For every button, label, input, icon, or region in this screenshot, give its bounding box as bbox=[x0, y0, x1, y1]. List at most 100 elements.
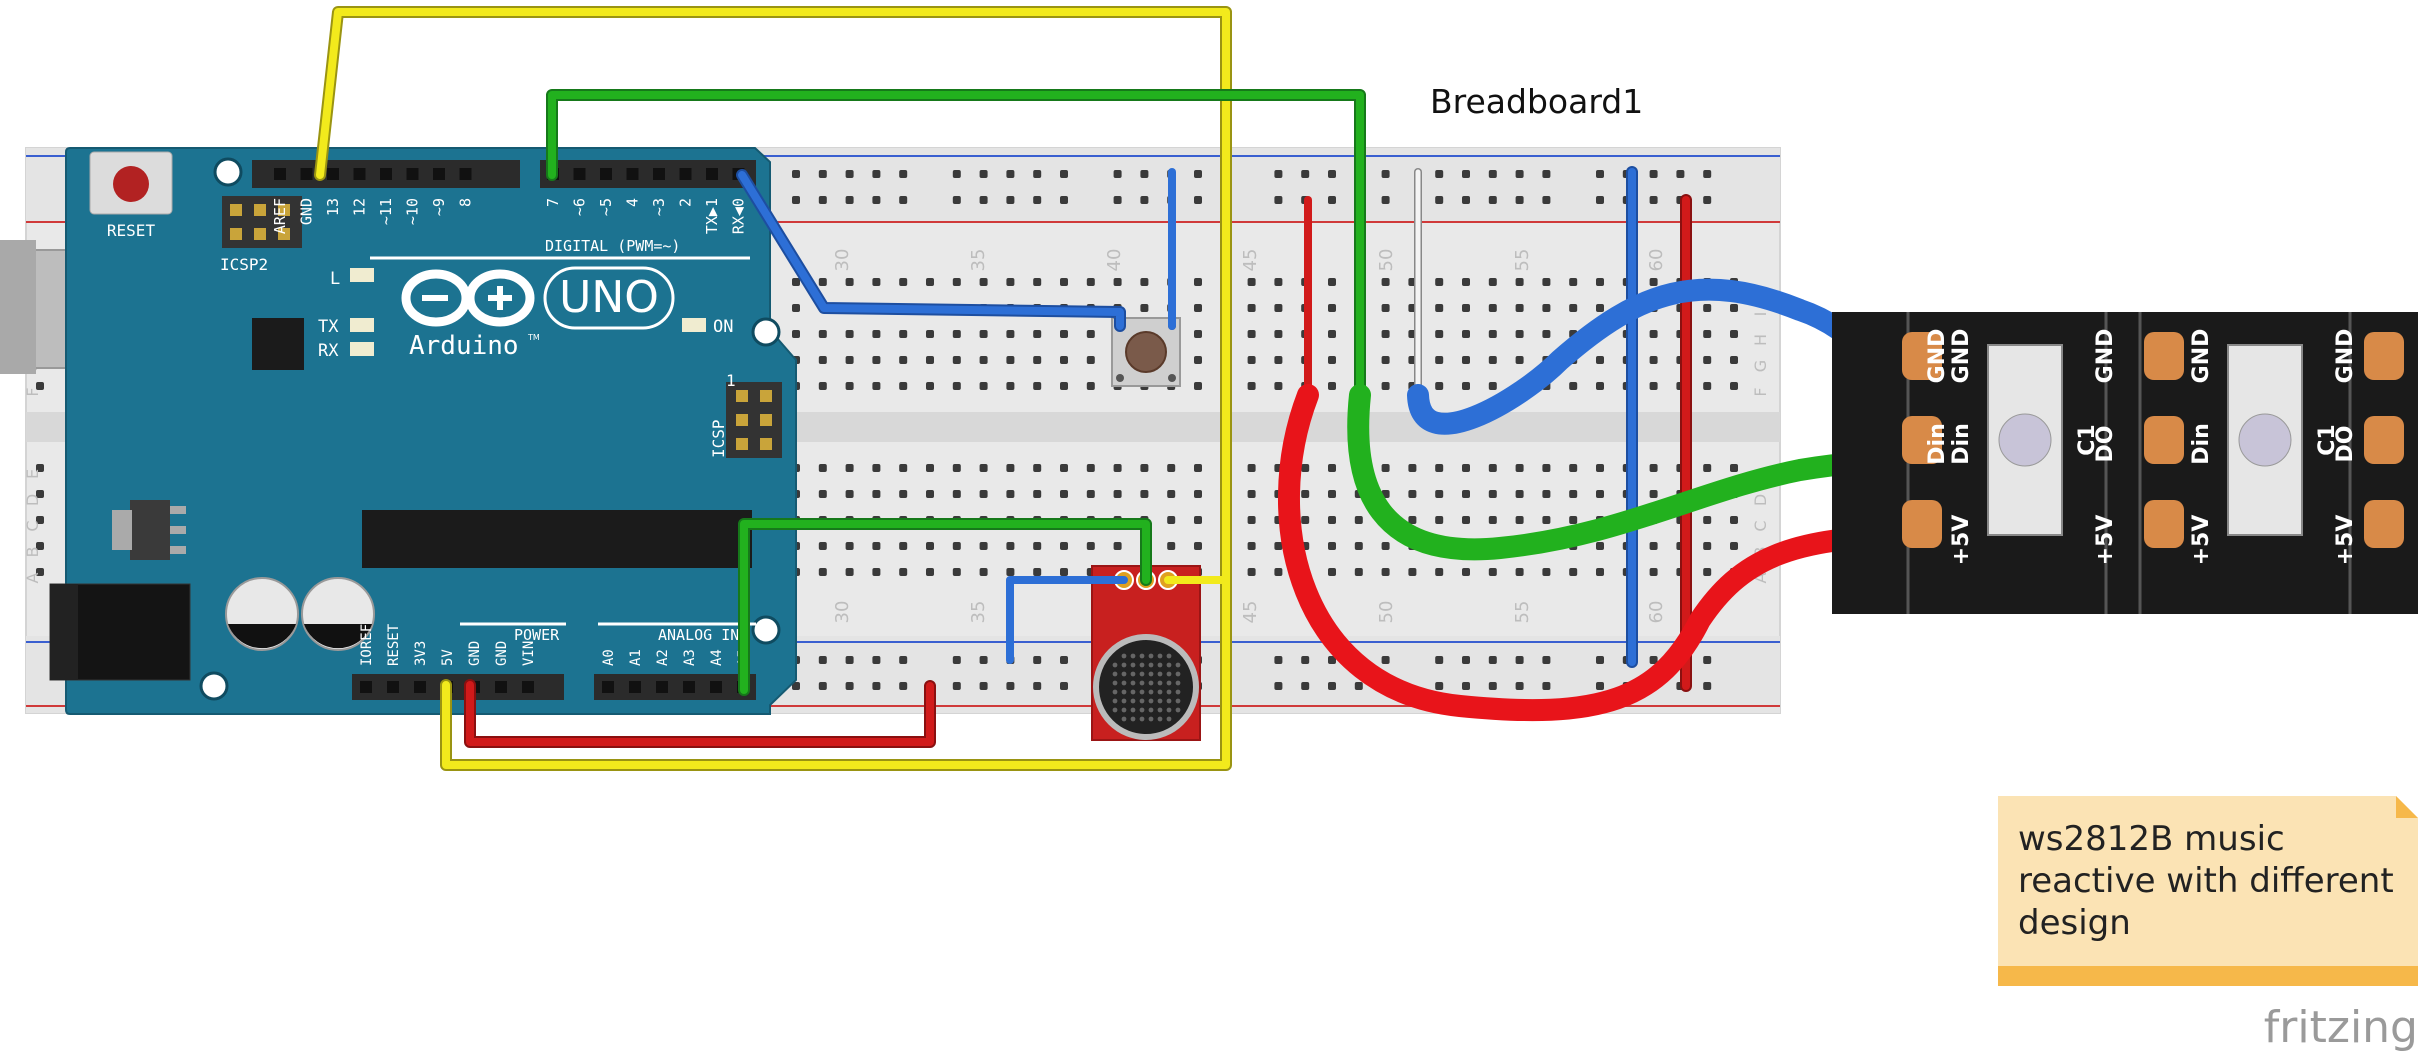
breadboard-hole bbox=[1649, 278, 1658, 286]
breadboard-rail-hole bbox=[792, 682, 800, 690]
breadboard-rail-hole bbox=[1462, 682, 1470, 690]
breadboard-rail-hole bbox=[818, 682, 827, 690]
mic-mesh-dot bbox=[1148, 662, 1154, 668]
mic-mesh-dot bbox=[1139, 689, 1145, 695]
sticky-note[interactable]: ws2812B music reactive with different de… bbox=[1998, 796, 2418, 986]
breadboard-hole bbox=[845, 356, 854, 364]
breadboard-hole bbox=[1247, 356, 1256, 364]
breadboard-rail-hole bbox=[845, 196, 854, 204]
breadboard-rail-hole bbox=[872, 682, 881, 690]
breadboard-hole bbox=[1703, 304, 1712, 312]
breadboard-hole bbox=[1086, 278, 1095, 286]
breadboard-hole bbox=[1194, 356, 1202, 364]
breadboard-hole bbox=[845, 278, 854, 286]
breadboard-column-label: 60 bbox=[1646, 249, 1667, 272]
breadboard-rail-hole bbox=[1703, 196, 1712, 204]
breadboard-hole bbox=[1274, 304, 1283, 312]
breadboard-hole bbox=[1381, 356, 1390, 364]
fritzing-watermark: fritzing bbox=[2264, 1002, 2418, 1053]
note-line-1: ws2812B music bbox=[2018, 819, 2285, 859]
mic-mesh-dot bbox=[1175, 689, 1181, 695]
breadboard-hole bbox=[952, 490, 961, 498]
breadboard-hole bbox=[818, 356, 827, 364]
breadboard-hole bbox=[1006, 356, 1015, 364]
breadboard-rail-hole bbox=[1462, 656, 1470, 664]
uno-badge bbox=[543, 266, 675, 330]
mic-mesh-dot bbox=[1139, 716, 1145, 722]
breadboard-hole bbox=[36, 464, 44, 472]
strip-label: +5V bbox=[2333, 515, 2358, 566]
mic-mesh-dot bbox=[1148, 716, 1154, 722]
breadboard-hole bbox=[1435, 330, 1444, 338]
breadboard-hole bbox=[1006, 568, 1015, 576]
strip-pad bbox=[2364, 500, 2404, 548]
breadboard-hole bbox=[1167, 542, 1176, 550]
breadboard-hole bbox=[899, 382, 908, 390]
breadboard-row-label: F bbox=[1751, 387, 1770, 396]
breadboard-hole bbox=[1435, 278, 1444, 286]
breadboard-rail-hole bbox=[1033, 196, 1042, 204]
breadboard-hole bbox=[1301, 490, 1310, 498]
breadboard-row-label: B bbox=[23, 547, 42, 558]
breadboard-hole bbox=[1462, 330, 1470, 338]
breadboard-rail-hole bbox=[1435, 170, 1444, 178]
breadboard-label: Breadboard1 bbox=[1430, 82, 1643, 121]
breadboard-hole bbox=[926, 464, 934, 472]
note-bar bbox=[1998, 966, 2418, 986]
breadboard-hole bbox=[1542, 516, 1551, 524]
breadboard-column-label: 55 bbox=[1512, 249, 1533, 272]
breadboard-hole bbox=[1703, 516, 1712, 524]
reset-button-cap[interactable] bbox=[113, 166, 149, 202]
breadboard-row-label: G bbox=[1751, 360, 1770, 372]
breadboard-hole bbox=[1167, 516, 1176, 524]
analog-pin bbox=[602, 681, 614, 693]
led-rx bbox=[350, 342, 374, 356]
breadboard-hole bbox=[1542, 464, 1551, 472]
usb-chip bbox=[252, 318, 304, 370]
mic-mesh-dot bbox=[1112, 662, 1118, 668]
breadboard-hole bbox=[1703, 330, 1712, 338]
breadboard-column-label: 50 bbox=[1376, 249, 1397, 272]
power-pin-label: VIN bbox=[521, 641, 537, 666]
breadboard-hole bbox=[818, 490, 827, 498]
breadboard-hole bbox=[1596, 542, 1604, 550]
mic-mesh-dot bbox=[1139, 671, 1145, 677]
breadboard-hole bbox=[1060, 330, 1068, 338]
breadboard-hole bbox=[792, 278, 800, 286]
breadboard-rail-hole bbox=[1703, 682, 1712, 690]
led-l bbox=[350, 268, 374, 282]
breadboard-rail-hole bbox=[1649, 170, 1658, 178]
breadboard-hole bbox=[1596, 382, 1604, 390]
breadboard-row-label: C bbox=[23, 520, 42, 531]
breadboard-hole bbox=[1649, 356, 1658, 364]
digital-label: DIGITAL (PWM=~) bbox=[545, 237, 680, 255]
breadboard-rail-hole bbox=[845, 682, 854, 690]
breadboard-hole bbox=[1086, 464, 1095, 472]
arduino-board bbox=[65, 147, 797, 715]
breadboard-rail-hole bbox=[1542, 682, 1551, 690]
power-pin bbox=[360, 681, 372, 693]
breadboard-hole bbox=[1194, 330, 1202, 338]
digital-pin bbox=[600, 168, 612, 180]
arduino-brand: Arduino bbox=[409, 331, 519, 361]
breadboard-row-label: A bbox=[1751, 572, 1770, 583]
breadboard-rail-hole bbox=[1006, 170, 1015, 178]
mic-mesh-dot bbox=[1130, 662, 1136, 668]
push-button[interactable] bbox=[1111, 317, 1181, 387]
yellow-wire bbox=[316, 8, 1230, 769]
icsp-pin bbox=[736, 438, 748, 450]
strip-label: GND bbox=[1949, 329, 1974, 384]
power-pin-label: IOREF bbox=[359, 624, 375, 666]
mic-mesh-dot bbox=[1121, 680, 1127, 686]
mic-mesh-dot bbox=[1157, 689, 1163, 695]
digital-pin-label: ~6 bbox=[571, 198, 589, 216]
breadboard-hole bbox=[845, 330, 854, 338]
strip-label: +5V bbox=[1949, 515, 1974, 566]
mic-mesh-dot bbox=[1130, 689, 1136, 695]
breadboard-hole bbox=[1354, 516, 1363, 524]
breadboard-rail-hole bbox=[1703, 170, 1712, 178]
breadboard-rail-hole bbox=[818, 170, 827, 178]
analog-pin-label: A0 bbox=[601, 649, 617, 666]
breadboard-rail-hole bbox=[899, 682, 908, 690]
